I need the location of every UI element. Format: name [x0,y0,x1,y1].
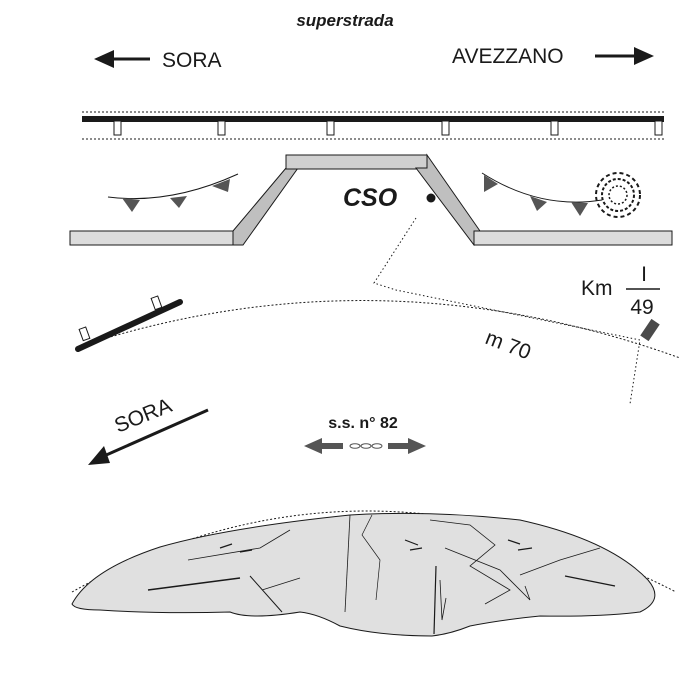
direction-left-label: SORA [162,49,222,72]
cso-label: CSO [343,184,398,212]
cso-point-icon [426,193,436,203]
road-ss-label: s.s. n° 82 [328,415,398,432]
distance-label: m 70 [482,326,534,364]
field-area [71,512,656,637]
bunting-right [481,172,603,216]
road-edge-curve [83,300,681,359]
arrow-down-left-icon [88,408,209,465]
guardrail-segment [75,295,183,352]
km-marker-icon [640,318,660,342]
page-title: superstrada [296,11,393,30]
field-dotted-edge [71,510,677,593]
measurement-lines [373,217,641,405]
km-bottom-label: 49 [630,296,653,319]
bush-icon [595,172,641,218]
km-top-label: I [641,263,647,286]
arrow-left-icon [94,50,150,68]
bunting-left [107,173,239,212]
arrow-right-icon [595,47,654,65]
superstrada-road [82,111,665,140]
km-prefix-label: Km [581,277,613,300]
direction-right-label: AVEZZANO [452,45,564,68]
road-sora-label: SORA [111,394,175,438]
overpass-structure [69,153,673,246]
double-arrow-icon [304,438,426,454]
